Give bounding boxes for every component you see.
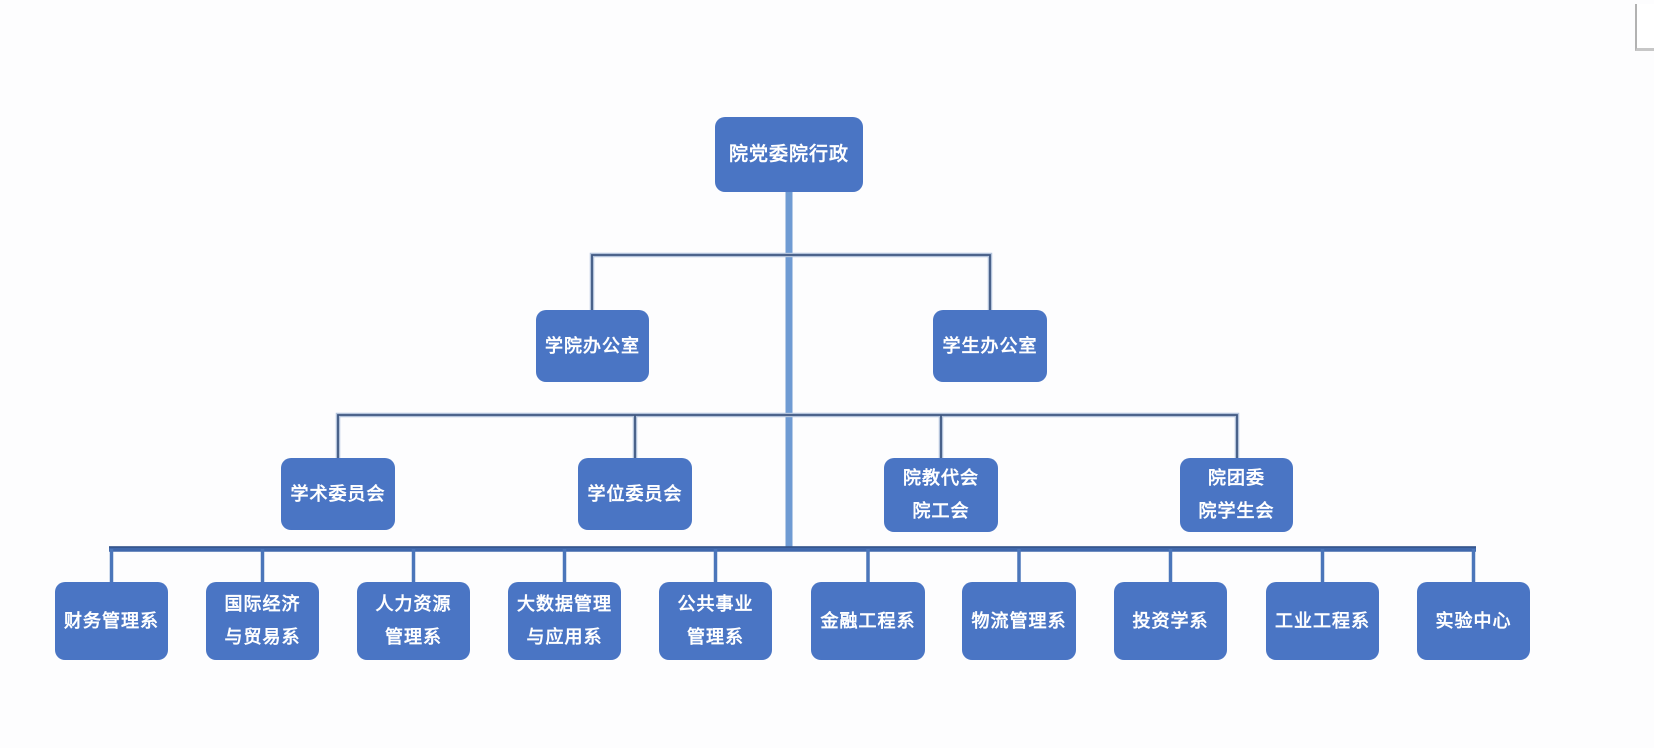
org-node-bigdata-dept[interactable]: 大数据管理 与应用系 [508,582,621,660]
connector-level1 [591,254,991,310]
org-node-label: 人力资源 [375,594,452,614]
org-node-investment-dept[interactable]: 投资学系 [1114,582,1227,660]
org-node-party-admin[interactable]: 院党委院行政 [715,117,863,192]
org-node-finance-dept[interactable]: 财务管理系 [55,582,168,660]
connector-bottom-drops [109,549,1476,582]
org-node-academic-committee[interactable]: 学术委员会 [281,458,395,530]
org-node-lab-center[interactable]: 实验中心 [1417,582,1530,660]
org-node-label: 学术委员会 [290,483,386,504]
org-node-intl-econ-trade-dept[interactable]: 国际经济 与贸易系 [206,582,319,660]
org-node-label: 管理系 [687,627,744,647]
org-node-degree-committee[interactable]: 学位委员会 [578,458,692,530]
org-node-label: 国际经济 [224,594,301,614]
org-node-label: 学位委员会 [587,483,683,504]
org-node-label: 工业工程系 [1275,610,1370,631]
org-node-hr-dept[interactable]: 人力资源 管理系 [357,582,470,660]
org-node-label: 院团委 [1208,468,1265,488]
org-node-label: 财务管理系 [64,610,159,631]
org-node-label: 实验中心 [1435,610,1512,631]
org-node-label: 院工会 [912,501,970,521]
org-node-label: 与应用系 [526,627,603,647]
scrollbar-thumb[interactable] [1635,4,1654,51]
org-node-label: 学院办公室 [545,335,640,356]
org-node-label: 物流管理系 [971,610,1067,631]
org-node-public-admin-dept[interactable]: 公共事业 管理系 [659,582,772,660]
connector-level2 [337,414,1238,458]
org-node-youth-league-student-union[interactable]: 院团委 院学生会 [1180,458,1293,532]
org-node-industrial-eng-dept[interactable]: 工业工程系 [1266,582,1379,660]
org-node-label: 院教代会 [903,468,979,488]
org-node-label: 院学生会 [1198,501,1275,521]
connector-level1-halo [589,252,993,310]
org-node-label: 管理系 [385,627,442,647]
org-node-staff-congress-union[interactable]: 院教代会 院工会 [884,458,998,532]
org-node-label: 公共事业 [677,594,754,614]
org-node-financial-eng-dept[interactable]: 金融工程系 [811,582,925,660]
org-node-label: 与贸易系 [224,627,301,647]
org-node-student-office[interactable]: 学生办公室 [933,310,1047,382]
org-node-label: 大数据管理 [517,594,612,614]
org-node-label: 金融工程系 [820,610,916,631]
org-node-label: 投资学系 [1132,610,1209,631]
org-node-logistics-dept[interactable]: 物流管理系 [962,582,1076,660]
connector-level2-halo [335,412,1240,458]
org-node-college-office[interactable]: 学院办公室 [536,310,649,382]
org-node-label: 院党委院行政 [728,144,849,165]
org-node-label: 学生办公室 [942,335,1038,356]
